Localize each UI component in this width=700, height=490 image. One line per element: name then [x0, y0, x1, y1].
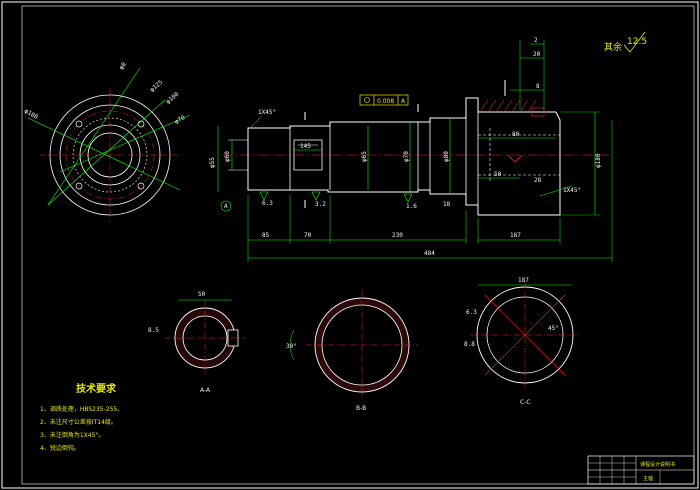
title-block-school: 课程设计说明书	[640, 461, 675, 468]
main-shaft-view: 484 85 70 230 187 18 80 50 28 1X45° 20 2…	[209, 37, 613, 262]
dim-d7: 50	[494, 171, 502, 178]
dim-d14: 8	[536, 83, 540, 90]
left-dim-4: φ70	[174, 114, 187, 126]
dim-dia2: φ60	[224, 151, 231, 162]
tech-item-2: 2、未注尺寸公差按IT14级。	[40, 418, 117, 426]
dim-dia6: φ180	[595, 153, 602, 168]
sec-c-dim-1: 187	[518, 277, 529, 284]
dim-dia4: φ70	[403, 151, 410, 162]
sec-c-label: C-C	[520, 399, 531, 406]
dim-d9: 18	[443, 201, 451, 208]
rough-2: 3.2	[315, 201, 326, 208]
sec-b-dim-1: 30°	[286, 343, 297, 350]
tech-item-1: 1、调质处理，HBS235-255。	[40, 405, 123, 413]
dim-d4: 145	[300, 143, 311, 150]
section-c-c: 187 6.3 8.8 45° C-C	[464, 277, 580, 406]
sec-c-dim-2: 6.3	[466, 309, 477, 316]
dim-d5: 187	[510, 232, 521, 239]
sec-c-dim-3: 8.8	[464, 341, 475, 348]
left-dim-1: φ8	[118, 61, 128, 71]
dim-d2: 70	[304, 232, 312, 239]
tech-item-4: 4、锐边倒钝。	[40, 444, 80, 452]
sec-b-label: B-B	[356, 405, 366, 412]
left-dim-2: φ125	[149, 79, 165, 94]
tolerance-frame	[359, 94, 409, 106]
left-dim-5: φ100	[23, 108, 39, 121]
inner-frame	[21, 5, 695, 485]
dim-d8: 20	[533, 51, 541, 58]
sec-a-dim-2: 8.5	[148, 327, 159, 334]
dim-dia5: φ80	[443, 151, 450, 162]
tech-title: 技术要求	[76, 382, 117, 395]
tech-item-3: 3、未注倒角为1X45°。	[40, 431, 104, 439]
section-a-a: 50 8.5 A-A	[148, 291, 245, 394]
rough-3: 1.6	[406, 203, 417, 210]
dim-d3: 230	[392, 232, 403, 239]
tolerance-datum: A	[401, 98, 406, 105]
sec-c-dim-4: 45°	[548, 325, 559, 332]
title-block-name: 主轴	[643, 475, 653, 482]
datum-a-label: A	[224, 203, 228, 210]
dim-dia3: φ65	[361, 151, 368, 162]
dim-d11: 1X45°	[563, 187, 581, 194]
sec-a-dim-1: 50	[198, 291, 206, 298]
dim-d1: 85	[262, 232, 270, 239]
dim-d13: 2	[534, 37, 538, 44]
roughness-note: 其余 12.5	[604, 31, 647, 53]
left-end-view: φ8 φ125 φ100 φ70 φ100	[23, 61, 191, 222]
datum-a-marker	[220, 200, 232, 212]
dim-overall: 484	[424, 250, 435, 257]
roughness-value: 12.5	[627, 37, 647, 47]
title-block: 课程设计说明书 主轴	[587, 455, 695, 485]
left-dim-3: φ100	[165, 91, 181, 106]
roughness-label: 其余	[604, 41, 622, 53]
dim-d12: 1X45°	[258, 109, 276, 116]
dim-d10: 28	[534, 177, 542, 184]
rough-1: 6.3	[262, 200, 273, 207]
tech-requirements: 技术要求 1、调质处理，HBS235-255。 2、未注尺寸公差按IT14级。 …	[40, 382, 123, 452]
dim-d6: 80	[512, 131, 520, 138]
tolerance-value: 0.008	[377, 98, 394, 105]
dim-dia1: φ55	[209, 157, 216, 168]
section-b-b: 30° B-B	[286, 290, 418, 412]
sec-a-label: A-A	[200, 387, 211, 394]
